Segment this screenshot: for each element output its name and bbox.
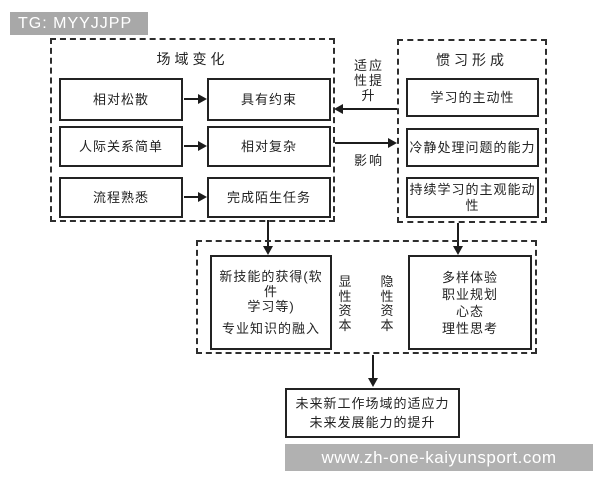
box-explicit-capital: 新技能的获得(软件 学习等) 专业知识的融入 (210, 255, 332, 350)
group-capital (196, 240, 537, 354)
arrow-line (184, 98, 200, 100)
arrow-line (184, 196, 200, 198)
group-field-change-title: 场域变化 (156, 51, 229, 67)
arrow-down-icon (453, 246, 463, 255)
arrow-line (267, 220, 269, 248)
arrow-down-icon (368, 378, 378, 387)
arrow-line (372, 355, 374, 380)
implicit-capital-line4: 理性思考 (441, 320, 498, 336)
box-calm-problem-solving: 冷静处理问题的能力 (406, 128, 539, 167)
box-unfamiliar-tasks: 完成陌生任务 (207, 177, 331, 218)
arrow-down-icon (263, 246, 273, 255)
group-habit-formation: 惯习形成 (397, 39, 547, 223)
explicit-capital-line2: 学习等) (247, 298, 295, 314)
arrow-right-icon (198, 141, 207, 151)
box-familiar-process: 流程熟悉 (59, 177, 183, 218)
footer-watermark: www.zh-one-kaiyunsport.com (285, 444, 593, 471)
box-outcome: 未来新工作场域的适应力 未来发展能力的提升 (285, 388, 460, 438)
arrow-line (335, 142, 390, 144)
header-badge: TG: MYYJJPP (10, 12, 148, 35)
explicit-capital-text: 新技能的获得(软件 学习等) (214, 269, 328, 314)
adaptability-label: 适应性提升 (353, 58, 384, 103)
box-continuous-learning: 持续学习的主观能动性 (406, 177, 539, 218)
box-relatively-loose: 相对松散 (59, 78, 183, 121)
box-implicit-capital: 多样体验 职业规划 心态 理性思考 (408, 255, 532, 350)
arrow-line (184, 145, 200, 147)
implicit-capital-line1: 多样体验 (441, 269, 498, 285)
arrow-left-icon (334, 104, 343, 114)
arrow-right-icon (198, 192, 207, 202)
arrow-line (457, 223, 459, 248)
explicit-capital-line3: 专业知识的融入 (221, 321, 320, 337)
group-habit-formation-title: 惯习形成 (436, 52, 508, 68)
box-has-constraints: 具有约束 (207, 78, 331, 121)
implicit-capital-label: 隐性资本 (380, 274, 394, 333)
implicit-capital-line3: 心态 (455, 303, 484, 319)
outcome-line2: 未来发展能力的提升 (309, 415, 436, 430)
arrow-line (342, 108, 397, 110)
box-simple-relationships: 人际关系简单 (59, 126, 183, 167)
explicit-capital-label: 显性资本 (338, 274, 352, 333)
arrow-right-icon (198, 94, 207, 104)
influence-label: 影响 (353, 153, 384, 168)
box-relatively-complex: 相对复杂 (207, 126, 331, 167)
outcome-line1: 未来新工作场域的适应力 (295, 396, 450, 411)
arrow-right-icon (388, 138, 397, 148)
implicit-capital-line2: 职业规划 (441, 286, 498, 302)
explicit-capital-line1: 新技能的获得(软件 (219, 268, 323, 299)
box-learning-initiative: 学习的主动性 (406, 78, 539, 117)
group-field-change: 场域变化 (50, 38, 335, 222)
